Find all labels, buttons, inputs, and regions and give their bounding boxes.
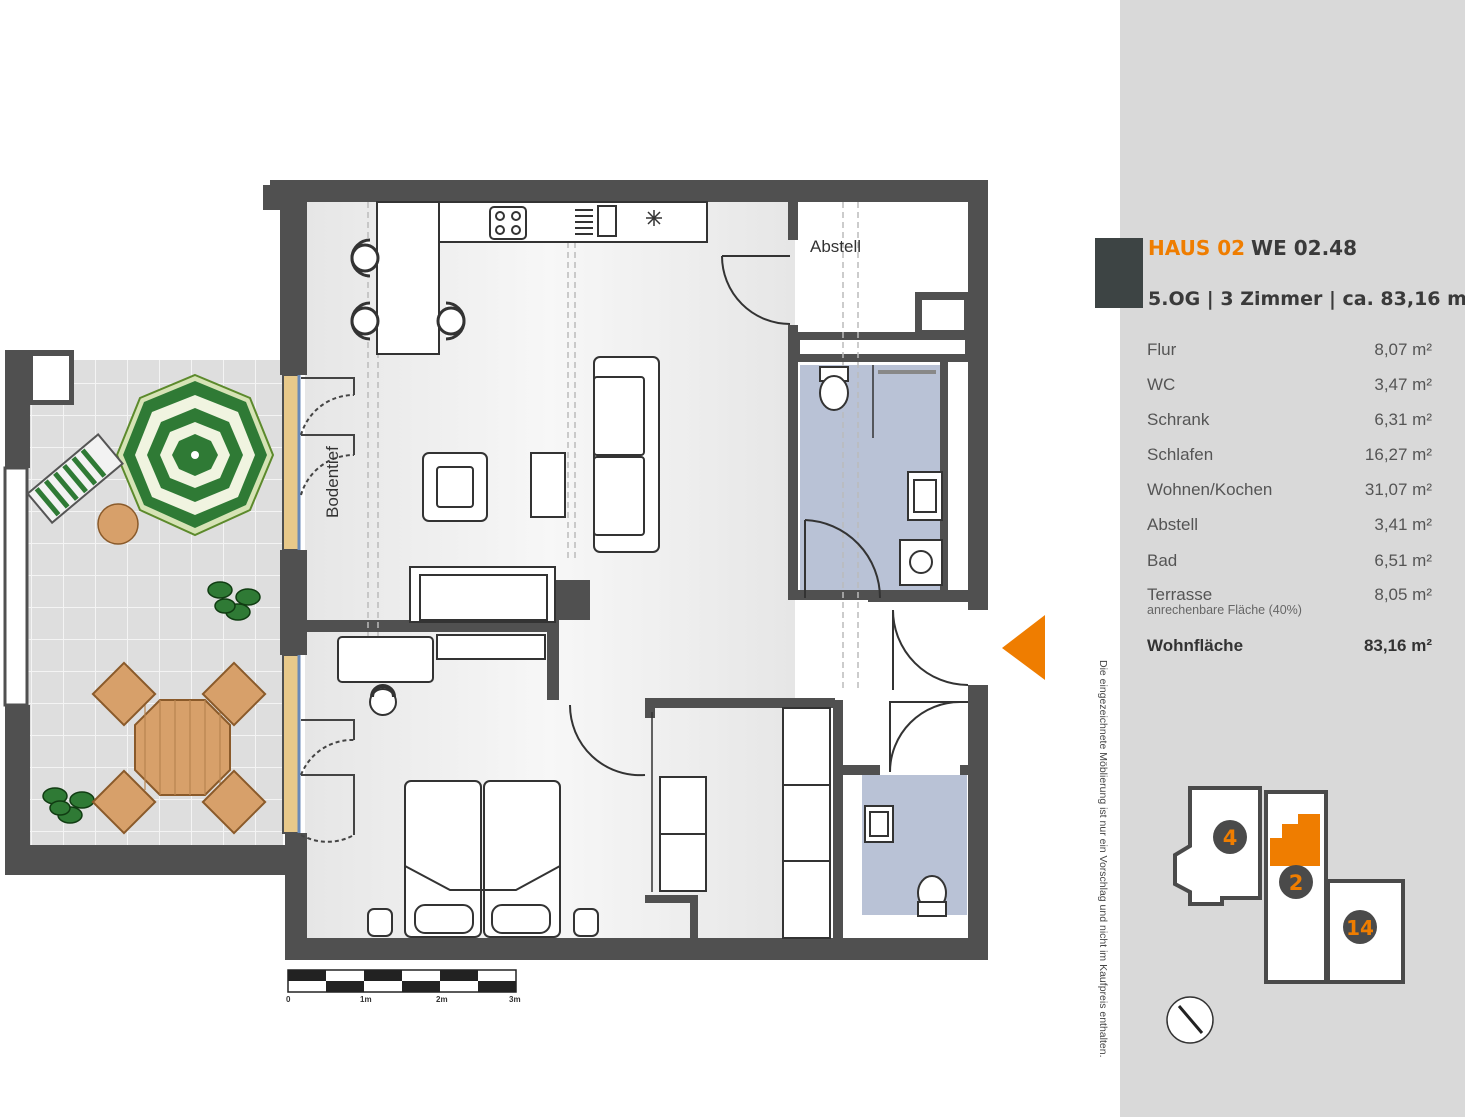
disclaimer: Die eingezeichnete Möblierung ist nur ei… xyxy=(1095,660,1115,1110)
sun-lounger-icon xyxy=(26,433,124,525)
unit-summary: 5.OG | 3 Zimmer | ca. 83,16 m2 xyxy=(1148,288,1465,310)
windows xyxy=(282,374,355,843)
wc-floor xyxy=(862,775,967,915)
room-name: Schlafen xyxy=(1147,445,1214,464)
room-area: 6,31 m² xyxy=(1374,410,1432,429)
room-name: Terrasse xyxy=(1147,585,1213,604)
room-name: Bad xyxy=(1147,551,1178,570)
label-bodentief: Bodentief xyxy=(323,446,342,518)
room-area: 3,47 m² xyxy=(1374,375,1432,394)
north-arrow-icon xyxy=(1166,996,1214,1044)
sideboard xyxy=(409,566,556,623)
bar-stool-icon xyxy=(436,301,466,341)
room-note: anrechenbare Fläche (40%) xyxy=(1147,603,1302,617)
parasol-icon xyxy=(115,373,275,537)
dashed-lines xyxy=(367,202,859,690)
kitchen xyxy=(350,201,708,355)
dining-table-icon xyxy=(134,699,231,796)
total-area: 83,16 m² xyxy=(1363,636,1432,655)
plant-icon xyxy=(42,787,95,824)
room-area: 3,41 m² xyxy=(1374,515,1432,534)
total-name: Wohnfläche xyxy=(1147,636,1244,655)
entrance-arrow-icon xyxy=(1002,615,1045,680)
building-label-2: 2 xyxy=(1289,871,1304,895)
building-label-14: 14 xyxy=(1346,916,1374,940)
room-name: Abstell xyxy=(1147,515,1199,534)
house-label: HAUS 02 xyxy=(1148,236,1246,260)
terrace-furniture xyxy=(26,373,275,835)
bar-stool-icon xyxy=(350,238,380,278)
door-swings xyxy=(568,255,969,892)
room-name: Flur xyxy=(1147,340,1177,359)
fridge-icon xyxy=(646,210,662,226)
plant-icon xyxy=(207,581,261,621)
sink-icon xyxy=(575,205,617,237)
disclaimer-text: Die eingezeichnete Möblierung ist nur ei… xyxy=(1097,660,1109,1058)
scale-bar: 0 1m 2m 3m xyxy=(286,969,521,1004)
scale-tick-0: 0 xyxy=(286,995,291,1004)
building-marker-14 xyxy=(1343,910,1377,944)
room-name: WC xyxy=(1147,375,1176,394)
unit-label: WE 02.48 xyxy=(1251,236,1357,260)
scale-tick-3m: 3m xyxy=(509,995,521,1004)
chair-icon xyxy=(91,661,267,835)
building-marker-4 xyxy=(1213,820,1247,854)
floor-plan: Abstell Bodentief 0 1m 2m 3m xyxy=(3,180,1045,1004)
bathroom-fixtures xyxy=(819,365,947,917)
unit-summary-text: 5.OG | 3 Zimmer | ca. 83,16 m xyxy=(1148,288,1465,310)
room-area: 6,51 m² xyxy=(1374,551,1432,570)
building-marker-2 xyxy=(1279,865,1313,899)
bar-stool-icon xyxy=(350,301,380,341)
site-plan: 4 2 14 xyxy=(1166,786,1405,1044)
room-name: Wohnen/Kochen xyxy=(1147,480,1273,499)
room-name: Schrank xyxy=(1147,410,1210,429)
scale-tick-1m: 1m xyxy=(360,995,372,1004)
scale-tick-2m: 2m xyxy=(436,995,448,1004)
header-marker xyxy=(1095,238,1143,308)
room-area: 8,05 m² xyxy=(1374,585,1432,604)
side-table-icon xyxy=(97,503,139,545)
living-furniture xyxy=(409,356,660,623)
room-area: 8,07 m² xyxy=(1374,340,1432,359)
room-area: 31,07 m² xyxy=(1364,480,1432,499)
room-area: 16,27 m² xyxy=(1364,445,1432,464)
label-abstell: Abstell xyxy=(810,237,861,256)
walls xyxy=(263,180,988,960)
building-label-4: 4 xyxy=(1223,826,1238,850)
bedroom-furniture xyxy=(337,634,831,939)
